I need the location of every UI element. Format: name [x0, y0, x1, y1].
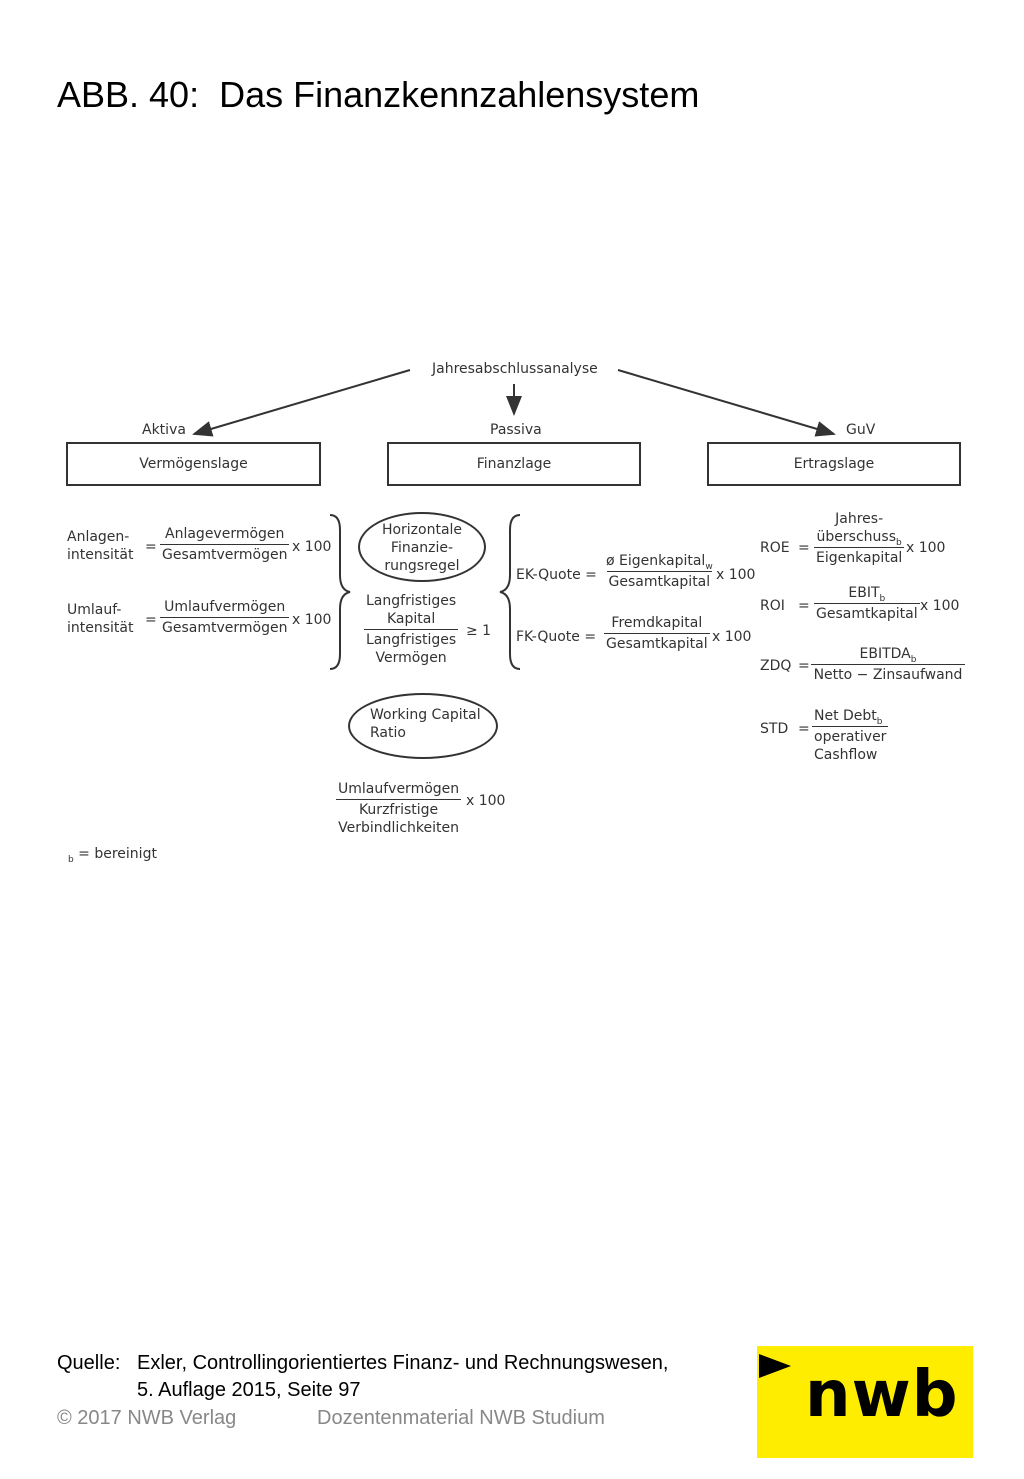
umlaufintensitaet-label: Umlauf- intensität [67, 602, 134, 636]
anlagenintensitaet-fraction: Anlagevermögen Gesamtvermögen [160, 526, 290, 563]
ek-quote-fraction: ø Eigenkapitalw Gesamtkapital [606, 553, 713, 590]
box-ertragslage: Ertragslage [707, 442, 961, 486]
footnote: b = bereinigt [68, 846, 157, 865]
roi-eq: = [798, 598, 810, 614]
anlagenintensitaet-mult: x 100 [292, 539, 332, 555]
box-finanzlage: Finanzlage [387, 442, 641, 486]
nwb-logo: nwb [757, 1346, 973, 1458]
anlagenintensitaet-eq: = [145, 539, 157, 555]
fk-quote-mult: x 100 [712, 629, 752, 645]
zdq-label: ZDQ [760, 658, 792, 674]
oval-horizontale-finanzierungsregel: Horizontale Finanzie- rungsregel [358, 512, 486, 582]
root-label: Jahresabschlussanalyse [432, 361, 598, 377]
ek-quote-label: EK-Quote = [516, 567, 597, 583]
roi-mult: x 100 [920, 598, 960, 614]
arrow-to-guv [617, 369, 836, 437]
umlaufintensitaet-eq: = [145, 612, 157, 628]
box-vermoegenslage: Vermögenslage [66, 442, 321, 486]
umlaufintensitaet-fraction: Umlaufvermögen Gesamtvermögen [160, 599, 290, 636]
arrow-to-aktiva [192, 369, 411, 437]
footer-copyright: © 2017 NWB Verlag [57, 1407, 237, 1429]
finanzkennzahlen-diagram: Jahresabschlussanalyse Aktiva Passiva Gu… [0, 340, 1024, 880]
roi-fraction: EBITb Gesamtkapital [814, 585, 920, 622]
zdq-fraction: EBITDAb Netto − Zinsaufwand [811, 645, 965, 684]
finanzierungsregel-compare: ≥ 1 [466, 623, 492, 639]
play-triangle-icon [759, 1354, 791, 1378]
fk-quote-fraction: Fremdkapital Gesamtkapital [604, 615, 710, 652]
anlagenintensitaet-label: Anlagen- intensität [67, 529, 134, 563]
roe-mult: x 100 [906, 540, 946, 556]
umlaufintensitaet-mult: x 100 [292, 612, 332, 628]
footer-material: Dozentenmaterial NWB Studium [317, 1407, 605, 1429]
zdq-eq: = [798, 658, 810, 674]
working-capital-mult: x 100 [466, 793, 506, 809]
roi-label: ROI [760, 598, 785, 614]
branch-label-passiva: Passiva [490, 422, 542, 438]
std-eq: = [798, 721, 810, 737]
branch-label-guv: GuV [846, 422, 876, 438]
branch-label-aktiva: Aktiva [142, 422, 186, 438]
source-line-2: 5. Auflage 2015, Seite 97 [137, 1379, 361, 1401]
brace-vermoegen [329, 514, 351, 670]
page-title: ABB. 40: Das Finanzkennzahlensystem [57, 74, 700, 115]
brace-finanz [499, 514, 521, 670]
source-label: Quelle: [57, 1352, 121, 1374]
oval-working-capital-ratio: Working Capital Ratio [348, 693, 498, 759]
roe-label: ROE [760, 540, 790, 556]
diagram-connectors [192, 369, 836, 670]
ek-quote-mult: x 100 [716, 567, 756, 583]
source-line-1: Exler, Controllingorientiertes Finanz- u… [137, 1352, 669, 1374]
std-label: STD [760, 721, 789, 737]
logo-text: nwb [805, 1358, 959, 1432]
roe-eq: = [798, 540, 810, 556]
fk-quote-label: FK-Quote = [516, 629, 597, 645]
roe-fraction: Jahres-überschussb Eigenkapital [814, 511, 905, 566]
